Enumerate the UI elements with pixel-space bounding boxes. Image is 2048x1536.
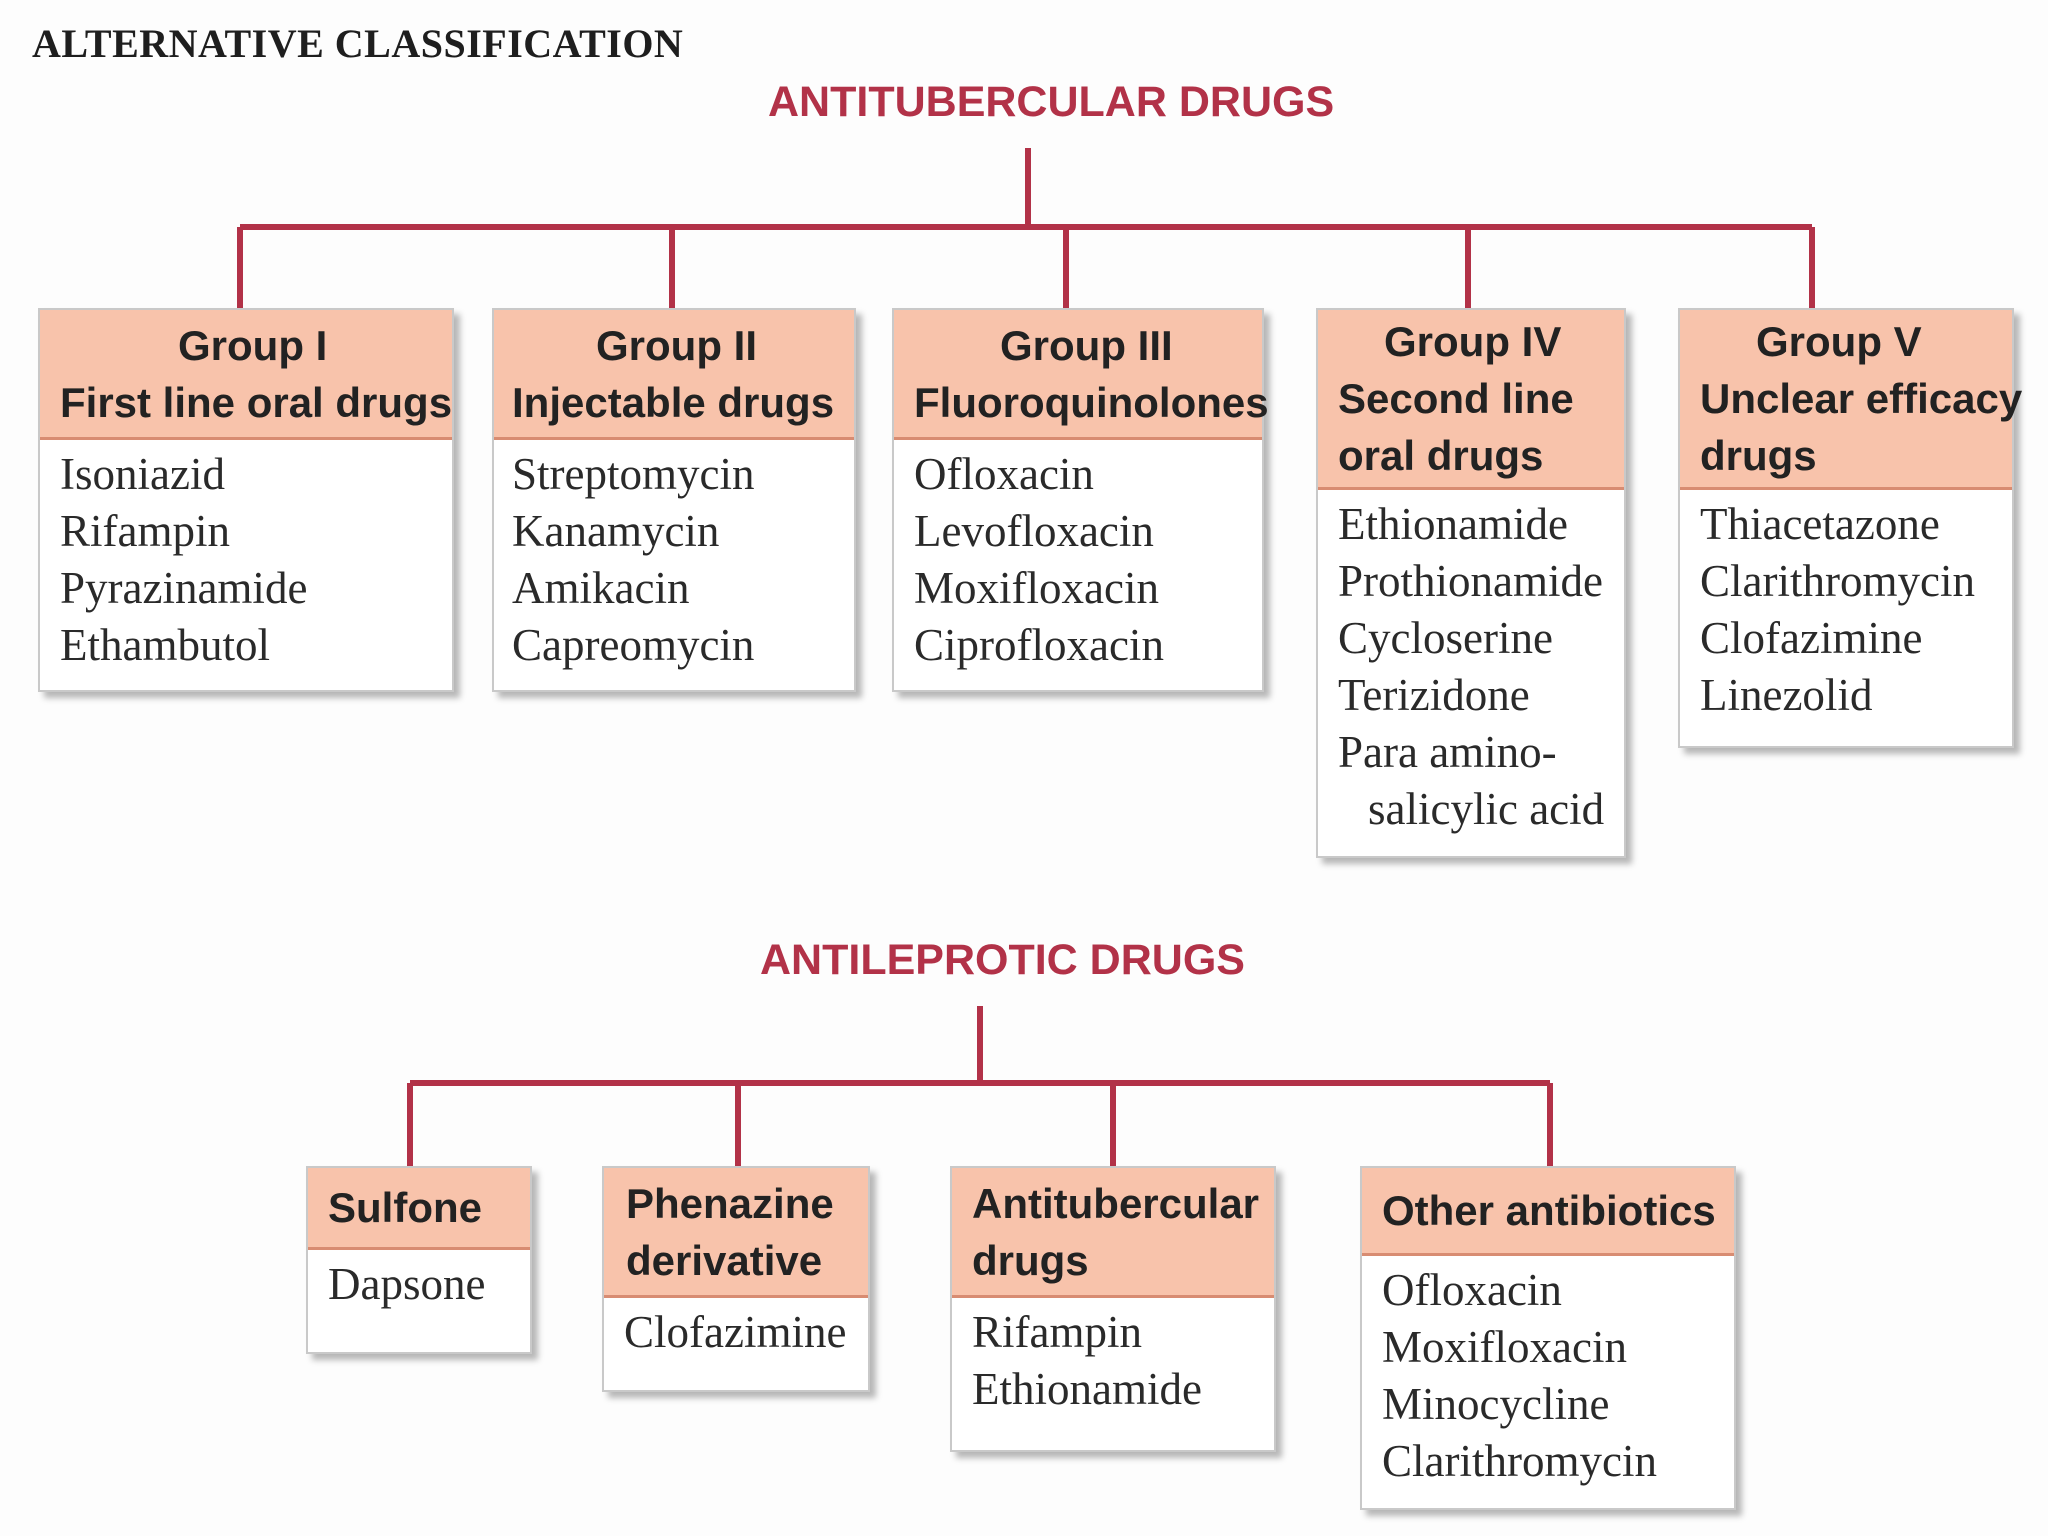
- list-item: Ciprofloxacin: [914, 620, 1164, 670]
- tb-group-5-list: Thiacetazone Clarithromycin Clofazimine …: [1680, 490, 2012, 724]
- lep-group-4-header: Other antibiotics: [1362, 1168, 1734, 1256]
- lep-group-3-box: Antitubercular drugs Rifampin Ethionamid…: [950, 1166, 1276, 1452]
- list-item: Clofazimine: [624, 1307, 847, 1357]
- tb-group-5-header: Group V Unclear efficacy drugs: [1680, 310, 2023, 490]
- tb-group-3-box: Group III Fluoroquinolones Ofloxacin Lev…: [892, 308, 1269, 692]
- lep-group-3-header-line-1: Antitubercular: [972, 1179, 1260, 1227]
- list-item: Ofloxacin: [1382, 1265, 1562, 1315]
- lep-group-2-header-line-2: derivative: [626, 1236, 823, 1284]
- tb-group-1-header: Group I First line oral drugs: [40, 310, 452, 440]
- tb-group-2-list: Streptomycin Kanamycin Amikacin Capreomy…: [494, 440, 854, 674]
- antileprotic-title: ANTILEPROTIC DRUGS: [760, 936, 1245, 984]
- list-item: Linezolid: [1700, 670, 1873, 720]
- lep-group-2-header-line-1: Phenazine: [626, 1179, 834, 1227]
- lep-group-1-header: Sulfone: [308, 1168, 530, 1250]
- list-item: Ethambutol: [60, 620, 270, 670]
- antitubercular-title: ANTITUBERCULAR DRUGS: [768, 78, 1335, 126]
- list-item: Prothionamide: [1338, 556, 1603, 606]
- tb-group-2-header: Group II Injectable drugs: [494, 310, 854, 440]
- tb-group-5-header-line-1: Group V: [1756, 318, 1922, 365]
- tb-group-4-header: Group IV Second line oral drugs: [1318, 310, 1624, 490]
- tb-group-3-header-line-2: Fluoroquinolones: [914, 378, 1269, 426]
- lep-group-2-box: Phenazine derivative Clofazimine: [602, 1166, 870, 1392]
- list-item: Clarithromycin: [1700, 556, 1975, 606]
- tb-group-3-header: Group III Fluoroquinolones: [894, 310, 1269, 440]
- tb-group-4-box: Group IV Second line oral drugs Ethionam…: [1316, 308, 1626, 858]
- lep-group-1-box: Sulfone Dapsone: [306, 1166, 532, 1354]
- list-item: Clofazimine: [1700, 613, 1923, 663]
- lep-group-3-list: Rifampin Ethionamide: [952, 1298, 1274, 1418]
- lep-group-1-header-line-1: Sulfone: [328, 1184, 482, 1231]
- tb-group-5-header-line-2: Unclear efficacy: [1700, 375, 2023, 422]
- list-item: Cycloserine: [1338, 613, 1553, 663]
- tb-group-3-list: Ofloxacin Levofloxacin Moxifloxacin Cipr…: [894, 440, 1262, 674]
- tb-group-1-list: Isoniazid Rifampin Pyrazinamide Ethambut…: [40, 440, 452, 674]
- list-item: Pyrazinamide: [60, 563, 308, 613]
- tb-group-4-header-line-2: Second line: [1338, 375, 1574, 422]
- tb-group-1-header-line-1: Group I: [178, 321, 328, 369]
- list-item: salicylic acid: [1368, 784, 1605, 834]
- list-item: Para amino-: [1338, 727, 1557, 777]
- lep-group-4-list: Ofloxacin Moxifloxacin Minocycline Clari…: [1362, 1256, 1734, 1490]
- list-item: Thiacetazone: [1700, 499, 1940, 549]
- tb-group-3-header-line-1: Group III: [1000, 321, 1173, 369]
- tb-group-5-box: Group V Unclear efficacy drugs Thiacetaz…: [1678, 308, 2023, 748]
- lep-group-2-header: Phenazine derivative: [604, 1168, 868, 1298]
- tb-group-1-box: Group I First line oral drugs Isoniazid …: [38, 308, 454, 692]
- list-item: Rifampin: [972, 1307, 1142, 1357]
- lep-group-3-header-line-2: drugs: [972, 1236, 1089, 1284]
- list-item: Dapsone: [328, 1259, 486, 1309]
- list-item: Moxifloxacin: [914, 563, 1159, 613]
- list-item: Terizidone: [1338, 670, 1530, 720]
- lep-group-2-list: Clofazimine: [604, 1298, 868, 1361]
- lep-group-1-list: Dapsone: [308, 1250, 530, 1313]
- list-item: Ofloxacin: [914, 449, 1094, 499]
- list-item: Minocycline: [1382, 1379, 1610, 1429]
- list-item: Ethionamide: [1338, 499, 1568, 549]
- list-item: Moxifloxacin: [1382, 1322, 1627, 1372]
- list-item: Streptomycin: [512, 449, 755, 499]
- tb-group-1-header-line-2: First line oral drugs: [60, 378, 453, 426]
- list-item: Levofloxacin: [914, 506, 1154, 556]
- tb-group-4-list: Ethionamide Prothionamide Cycloserine Te…: [1318, 490, 1624, 838]
- lep-group-4-header-line-1: Other antibiotics: [1382, 1187, 1716, 1234]
- list-item: Rifampin: [60, 506, 230, 556]
- tb-group-2-box: Group II Injectable drugs Streptomycin K…: [492, 308, 856, 692]
- tb-group-5-header-line-3: drugs: [1700, 432, 1817, 479]
- tb-group-2-header-line-1: Group II: [596, 321, 757, 369]
- tb-group-4-header-line-1: Group IV: [1384, 318, 1562, 365]
- list-item: Amikacin: [512, 563, 690, 613]
- lep-group-3-header: Antitubercular drugs: [952, 1168, 1274, 1298]
- list-item: Kanamycin: [512, 506, 720, 556]
- lep-group-4-box: Other antibiotics Ofloxacin Moxifloxacin…: [1360, 1166, 1736, 1510]
- page-heading: ALTERNATIVE CLASSIFICATION: [32, 21, 684, 66]
- list-item: Isoniazid: [60, 449, 225, 499]
- tb-group-4-header-line-3: oral drugs: [1338, 432, 1544, 479]
- list-item: Capreomycin: [512, 620, 755, 670]
- list-item: Clarithromycin: [1382, 1436, 1657, 1486]
- list-item: Ethionamide: [972, 1364, 1202, 1414]
- tb-group-2-header-line-2: Injectable drugs: [512, 378, 835, 426]
